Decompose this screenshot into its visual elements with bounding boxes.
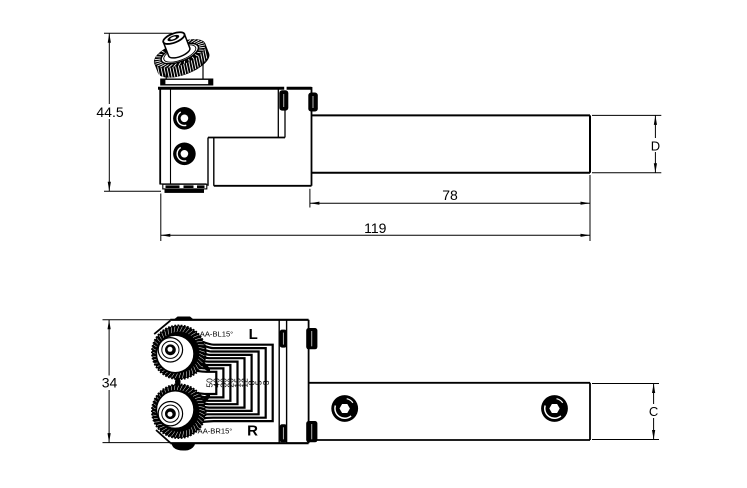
svg-text:5: 5 xyxy=(254,380,264,385)
svg-text:40: 40 xyxy=(211,378,221,388)
svg-text:30: 30 xyxy=(219,378,229,388)
svg-text:AA-BL15°: AA-BL15° xyxy=(200,329,233,338)
svg-text:C: C xyxy=(649,404,658,419)
svg-text:50: 50 xyxy=(204,378,214,388)
svg-text:D: D xyxy=(651,139,660,154)
svg-text:20: 20 xyxy=(226,378,236,388)
svg-text:15: 15 xyxy=(233,378,243,388)
svg-text:3: 3 xyxy=(261,380,271,385)
svg-text:8: 8 xyxy=(247,380,257,385)
svg-text:34: 34 xyxy=(102,375,118,391)
svg-text:AA-BR15°: AA-BR15° xyxy=(198,426,233,435)
svg-text:119: 119 xyxy=(364,220,387,236)
svg-text:L: L xyxy=(249,326,258,343)
svg-text:12: 12 xyxy=(240,378,250,388)
svg-text:78: 78 xyxy=(442,187,458,203)
svg-text:R: R xyxy=(247,422,258,439)
svg-text:44.5: 44.5 xyxy=(96,104,123,120)
